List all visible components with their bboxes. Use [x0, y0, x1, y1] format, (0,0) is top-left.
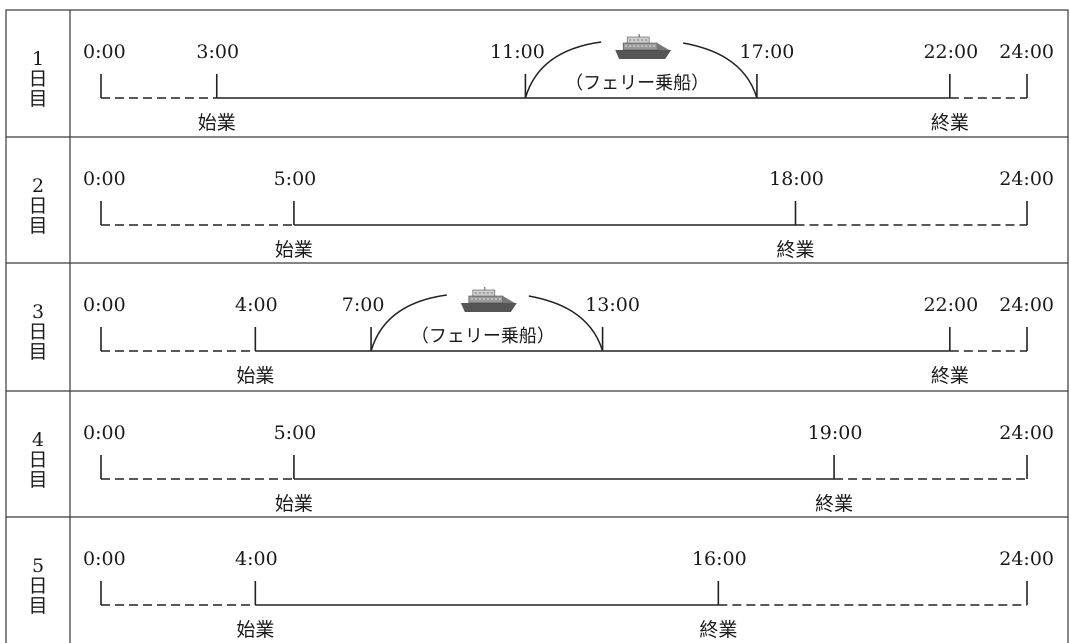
- ferry-label: （フェリー乗船）: [565, 73, 709, 94]
- end-label: 終業: [776, 239, 814, 261]
- time-label-end: 19:00: [808, 422, 863, 444]
- ferry-arc-left: [370, 294, 447, 352]
- end-label: 終業: [931, 365, 969, 387]
- time-label-day-start: 0:00: [83, 422, 126, 444]
- time-label-start: 5:00: [274, 168, 317, 190]
- ship-icon: [460, 287, 517, 312]
- ship-icon: [615, 34, 672, 59]
- start-label: 始業: [198, 112, 236, 134]
- time-label-day-end: 24:00: [999, 548, 1054, 570]
- time-label-day-start: 0:00: [83, 294, 126, 316]
- time-label-day-start: 0:00: [83, 168, 126, 190]
- time-label-start: 3:00: [196, 41, 239, 63]
- start-label: 始業: [275, 239, 313, 261]
- time-label-end: 22:00: [923, 41, 978, 63]
- start-label: 始業: [236, 619, 274, 641]
- end-label: 終業: [815, 493, 853, 515]
- start-label: 始業: [275, 493, 313, 515]
- time-label-start: 4:00: [235, 548, 278, 570]
- ferry-arc-left: [524, 41, 602, 99]
- time-label-start: 5:00: [274, 422, 317, 444]
- time-label-ferry-from: 7:00: [342, 294, 385, 316]
- table-border: [5, 9, 1069, 643]
- table-grid: [5, 9, 1069, 643]
- time-label-ferry-to: 13:00: [585, 294, 640, 316]
- time-label-day-end: 24:00: [999, 168, 1054, 190]
- ferry-arc-right: [683, 42, 758, 99]
- start-label: 始業: [236, 365, 274, 387]
- time-label-end: 16:00: [692, 548, 747, 570]
- time-label-end: 18:00: [769, 168, 824, 190]
- time-label-day-end: 24:00: [999, 294, 1054, 316]
- time-label-day-end: 24:00: [999, 422, 1054, 444]
- end-label: 終業: [699, 619, 737, 641]
- time-label-end: 22:00: [923, 294, 978, 316]
- time-label-ferry-from: 11:00: [490, 41, 545, 63]
- ferry-arc-right: [528, 295, 604, 352]
- time-label-day-end: 24:00: [999, 41, 1054, 63]
- end-label: 終業: [931, 112, 969, 134]
- time-label-day-start: 0:00: [83, 41, 126, 63]
- ferry-label: （フェリー乗船）: [411, 326, 555, 347]
- time-label-start: 4:00: [235, 294, 278, 316]
- time-label-ferry-to: 17:00: [740, 41, 795, 63]
- time-label-day-start: 0:00: [83, 548, 126, 570]
